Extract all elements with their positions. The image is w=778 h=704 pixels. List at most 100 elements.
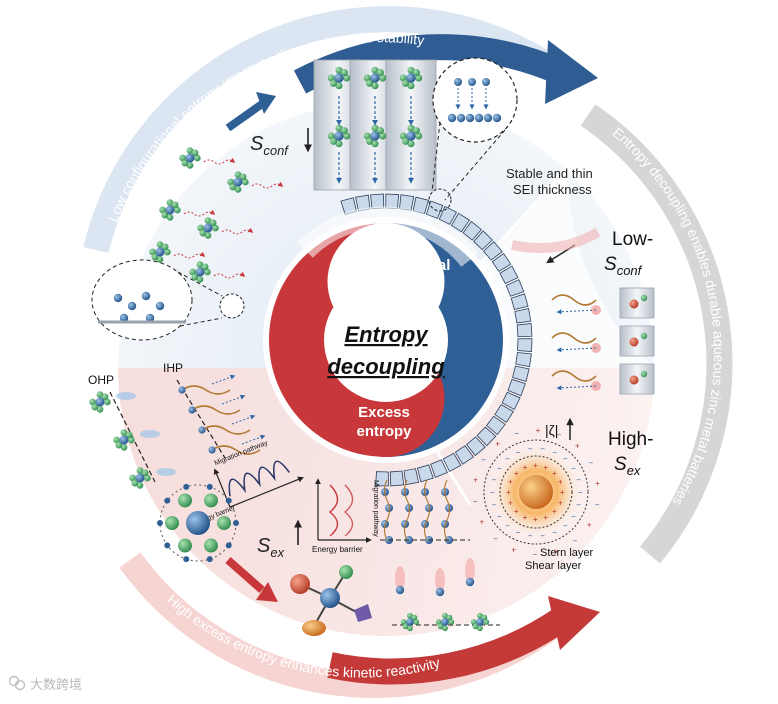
zn-ion: [188, 406, 196, 414]
zn-ion: [155, 301, 165, 311]
water-molecule: [371, 82, 379, 90]
water-molecule: [241, 178, 249, 186]
high-sex-group: High- Sex |ζ| ++++++++++++++++−−−−−−−−−−…: [473, 417, 653, 572]
zn-ion: [406, 73, 416, 83]
zn-ion: [406, 131, 416, 141]
water-molecule: [151, 253, 159, 261]
water-molecule: [161, 243, 169, 251]
water-molecule: [191, 149, 199, 157]
ihp-label: IHP: [163, 361, 183, 375]
water-molecule: [179, 154, 187, 162]
top-arc-arrowhead: [545, 40, 598, 104]
minus-charge: −: [540, 444, 545, 453]
water-molecule: [201, 263, 209, 271]
water-ligand: [178, 538, 192, 553]
water-molecule: [156, 241, 164, 249]
water-molecule: [209, 219, 217, 227]
solvated-cluster: [179, 147, 201, 169]
sei-glow: [510, 227, 601, 254]
outer-ion: [206, 483, 213, 490]
outer-ion: [164, 542, 171, 549]
water-molecule: [156, 255, 164, 263]
diffuse-charge: +: [554, 547, 559, 556]
water-molecule: [335, 124, 343, 132]
water-molecule: [166, 213, 174, 221]
solvated-cluster: [470, 612, 490, 632]
s-ex-label: Sex: [257, 535, 285, 560]
low-sconf-label: Sconf: [604, 254, 643, 278]
electrode-block: [501, 391, 521, 411]
zn-ion: [370, 131, 380, 141]
stern-label: Stern layer: [540, 547, 594, 559]
red-trail: [395, 566, 405, 590]
water-molecule: [399, 74, 407, 82]
water-molecule: [330, 137, 338, 145]
solvated-cluster: [129, 467, 151, 489]
minus-charge: −: [552, 528, 557, 537]
organic-molecule: [302, 620, 326, 636]
solvated-cluster: [149, 241, 171, 263]
water-molecule: [415, 74, 423, 82]
water-molecule: [186, 161, 194, 169]
water-molecule: [435, 619, 442, 625]
diffuse-charge: +: [511, 546, 516, 555]
zn-ion: [178, 386, 186, 394]
minus-charge: −: [578, 488, 583, 497]
anion: [629, 299, 639, 309]
water-molecule: [481, 614, 488, 621]
chain-molecule: [551, 370, 597, 382]
minus-charge: −: [563, 521, 568, 530]
minus-charge: −: [505, 455, 510, 464]
zn-ion: [165, 205, 175, 215]
water-molecule: [96, 405, 104, 413]
water-molecule: [136, 481, 144, 489]
water-molecule: [211, 224, 219, 232]
electrode-block: [385, 193, 400, 209]
ohp-label: OHP: [88, 373, 114, 387]
solvated-ion-clusters: [98, 147, 284, 324]
water-molecule: [402, 79, 410, 87]
solvated-cluster: [327, 124, 351, 148]
chain-molecule: [201, 425, 251, 435]
energy-barrier-plot-mid: Energy barrier Migration pathway: [312, 478, 379, 554]
water: [640, 294, 648, 302]
config-glow: [297, 206, 479, 267]
minus-charge: −: [576, 500, 581, 509]
blue-glow: [140, 430, 160, 438]
zn-ion: [370, 73, 380, 83]
diffuse-charge: +: [473, 476, 478, 485]
water: [640, 332, 648, 340]
ion-channel-pillars: [313, 59, 437, 191]
minus-charge: −: [516, 528, 521, 537]
deposited-zn: [492, 113, 502, 123]
plus-charge: +: [508, 478, 513, 487]
plus-charge: +: [508, 498, 513, 507]
outer-ion: [183, 483, 190, 490]
water-molecule: [103, 398, 111, 406]
water-molecule: [330, 79, 338, 87]
anion: [629, 375, 639, 385]
water-molecule: [407, 124, 415, 132]
title-line-1: Entropy: [344, 322, 429, 347]
electrode-block: [517, 338, 533, 353]
zoom-callout-left: [91, 259, 245, 341]
plus-charge: +: [523, 463, 528, 472]
water-molecule: [335, 66, 343, 74]
diffuse-charge: −: [481, 456, 486, 465]
minus-charge: −: [576, 476, 581, 485]
zoom-ellipse-left: [91, 259, 193, 341]
water-molecule: [227, 178, 235, 186]
sconf-trend-arrowhead: [256, 92, 276, 114]
zoom-spot-left: [219, 293, 245, 319]
water-molecule: [442, 625, 448, 632]
water-molecule: [343, 74, 351, 82]
high-sex-label: Sex: [614, 454, 641, 478]
config-label-2: entropy: [367, 275, 423, 292]
solvated-cluster: [399, 66, 423, 90]
water-molecule: [400, 619, 407, 625]
electrode-block: [430, 459, 448, 478]
s-conf-label: Sconf: [250, 133, 289, 158]
water-molecule: [193, 154, 201, 162]
water-molecule: [163, 248, 171, 256]
water-molecule: [407, 612, 413, 619]
